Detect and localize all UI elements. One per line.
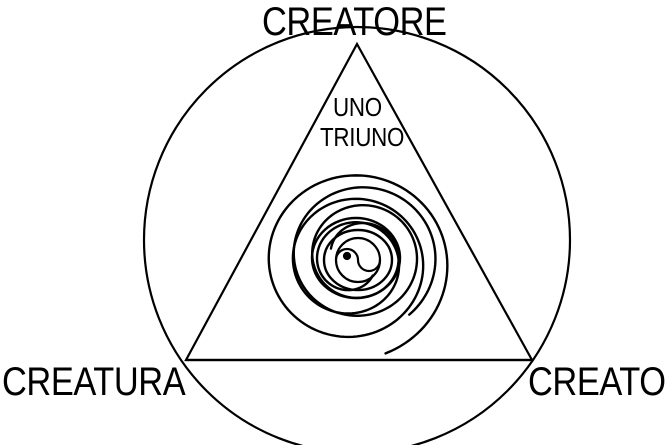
yin-yang-symbol — [334, 236, 382, 284]
outer-circle — [142, 25, 572, 445]
yin-yang-dot — [342, 251, 352, 261]
label-creatore: CREATORE — [262, 0, 447, 44]
label-creatura: CREATURA — [2, 360, 186, 404]
label-triuno: TRIUNO — [320, 122, 405, 152]
spiral-group — [267, 174, 449, 355]
spiral-loop-2 — [310, 216, 402, 300]
yin-yang-s-curve — [334, 247, 382, 273]
spiral-loop-1 — [322, 228, 394, 292]
spiral-2 — [292, 186, 437, 317]
label-creato: CREATO — [528, 360, 666, 404]
spiral-1 — [267, 174, 449, 355]
label-uno: UNO — [333, 92, 382, 122]
